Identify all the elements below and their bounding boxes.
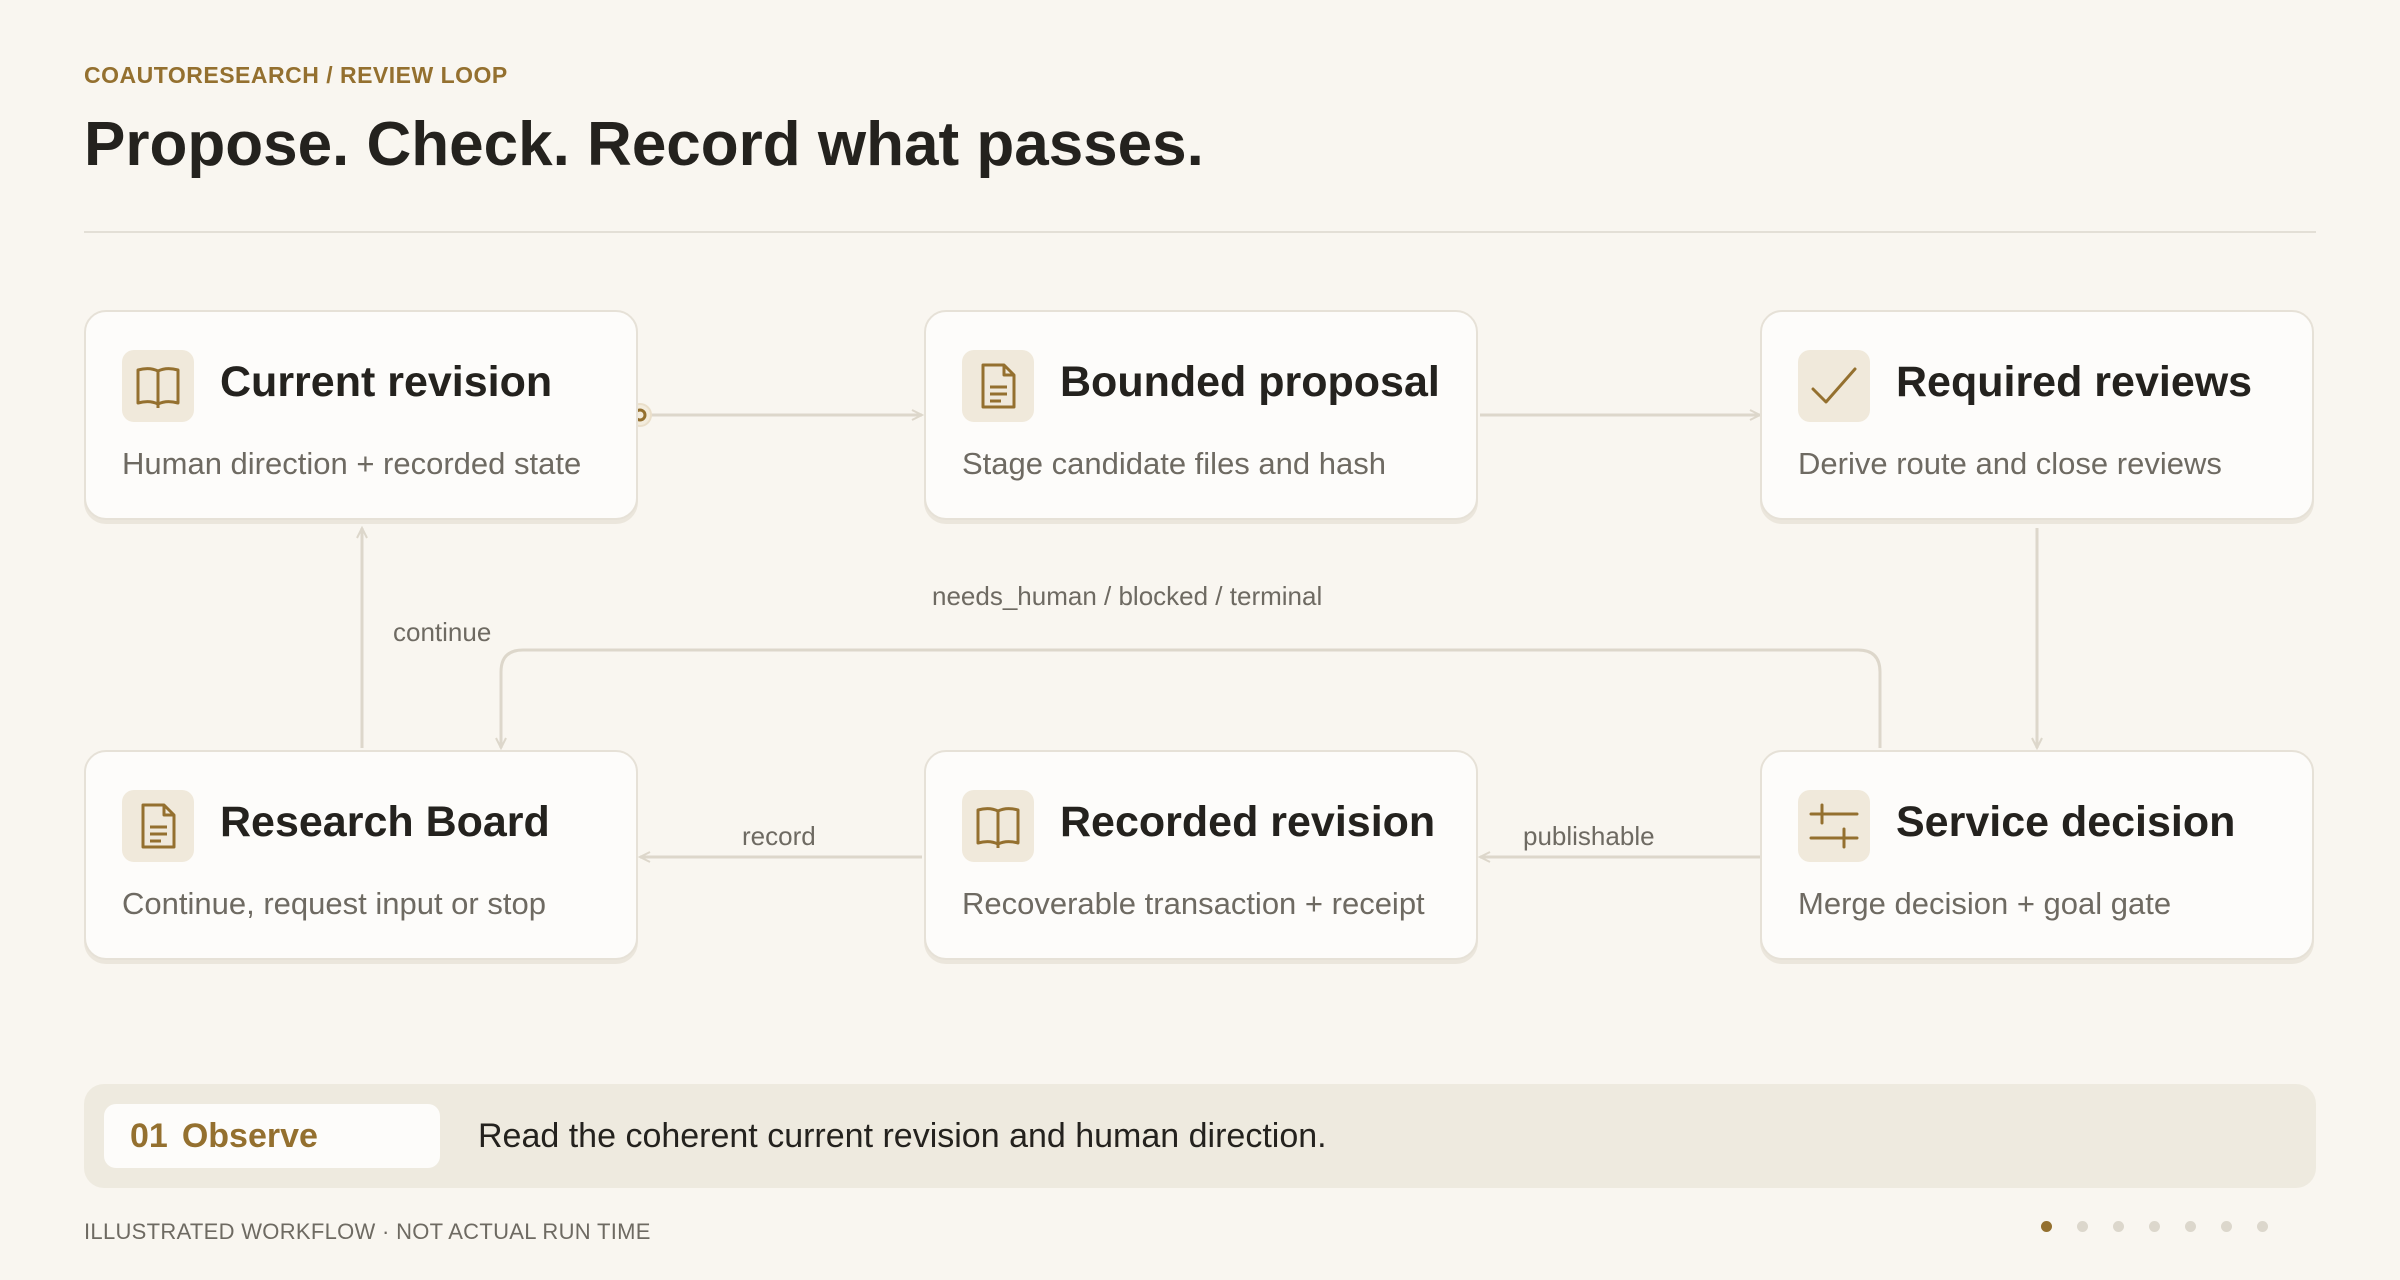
node-title: Research Board [220, 798, 550, 846]
node-subtitle: Derive route and close reviews [1798, 446, 2222, 481]
edge-label-needs-human: needs_human / blocked / terminal [932, 581, 1323, 611]
step-status-bar: 01 Observe Read the coherent current rev… [84, 1084, 2316, 1188]
pagination-dot-4[interactable] [2149, 1221, 2160, 1232]
step-name: Observe [181, 1116, 318, 1155]
step-pagination [2041, 1221, 2293, 1232]
node-bounded-proposal[interactable]: Bounded proposal Stage candidate files a… [924, 310, 1478, 520]
pagination-dot-7[interactable] [2257, 1221, 2268, 1232]
node-subtitle: Continue, request input or stop [122, 886, 546, 921]
node-title: Current revision [220, 358, 553, 406]
pagination-dot-3[interactable] [2113, 1221, 2124, 1232]
book-icon [962, 790, 1034, 862]
node-title: Recorded revision [1060, 798, 1436, 846]
node-required-reviews[interactable]: Required reviews Derive route and close … [1760, 310, 2314, 520]
step-number: 01 [130, 1116, 168, 1155]
document-icon [122, 790, 194, 862]
node-title: Service decision [1896, 798, 2236, 846]
page-title: Propose. Check. Record what passes. [84, 110, 1204, 179]
footer-note: ILLUSTRATED WORKFLOW · NOT ACTUAL RUN TI… [84, 1219, 651, 1244]
pagination-dot-6[interactable] [2221, 1221, 2232, 1232]
node-current-revision[interactable]: Current revision Human direction + recor… [84, 310, 638, 520]
edge-label-publishable: publishable [1523, 821, 1655, 851]
book-icon [122, 350, 194, 422]
node-subtitle: Merge decision + goal gate [1798, 886, 2172, 921]
node-subtitle: Human direction + recorded state [122, 446, 582, 481]
step-pill: 01 Observe [104, 1104, 440, 1168]
checkmark-icon [1798, 350, 1870, 422]
edge-label-record: record [742, 821, 816, 851]
node-title: Bounded proposal [1060, 358, 1440, 406]
node-recorded-revision[interactable]: Recorded revision Recoverable transactio… [924, 750, 1478, 960]
divider [84, 231, 2316, 233]
node-subtitle: Recoverable transaction + receipt [962, 886, 1425, 921]
edge-label-continue: continue [393, 617, 492, 647]
step-description: Read the coherent current revision and h… [478, 1117, 1327, 1155]
pagination-dot-1[interactable] [2041, 1221, 2052, 1232]
sliders-icon [1798, 790, 1870, 862]
pagination-dot-2[interactable] [2077, 1221, 2088, 1232]
node-title: Required reviews [1896, 358, 2253, 406]
node-subtitle: Stage candidate files and hash [962, 446, 1386, 481]
pagination-dot-5[interactable] [2185, 1221, 2196, 1232]
node-service-decision[interactable]: Service decision Merge decision + goal g… [1760, 750, 2314, 960]
node-research-board[interactable]: Research Board Continue, request input o… [84, 750, 638, 960]
edge-decision-to-board [495, 648, 1882, 751]
document-icon [962, 350, 1034, 422]
breadcrumb: COAUTORESEARCH / REVIEW LOOP [84, 62, 508, 88]
